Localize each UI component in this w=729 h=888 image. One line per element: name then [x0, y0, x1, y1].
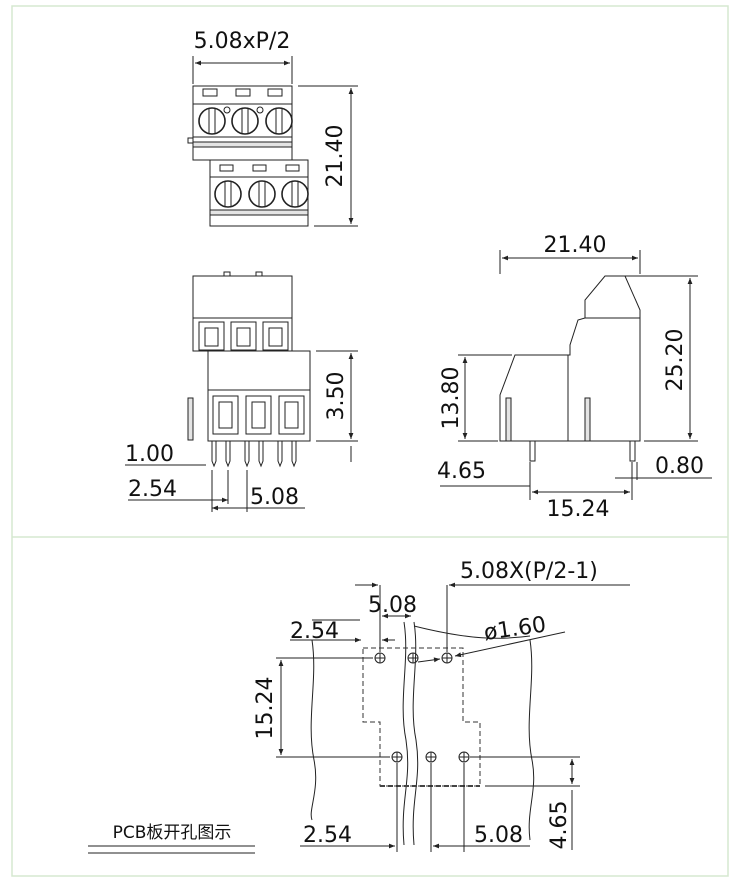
top-height-label: 21.40	[323, 125, 348, 188]
front-offset-label: 2.54	[128, 477, 177, 502]
pin-height-label: 1.00	[125, 442, 174, 467]
side-body-label: 13.80	[439, 367, 464, 430]
pcb-bottom-pitch-label: 5.08	[474, 823, 523, 848]
front-pitch-label: 5.08	[250, 485, 299, 510]
top-view	[187, 56, 358, 227]
front-view	[125, 271, 358, 512]
pcb-layout	[88, 582, 630, 854]
pcb-bottom-offset-label: 2.54	[303, 823, 352, 848]
drawing-frame	[11, 5, 729, 877]
top-width-label: 5.08xP/2	[194, 29, 291, 54]
pcb-top-offset-label: 2.54	[290, 619, 339, 644]
hole-diameter-label: ø1.60	[482, 612, 547, 645]
pcb-row-spacing-label: 15.24	[253, 677, 278, 740]
pcb-title: PCB板开孔图示	[113, 823, 232, 843]
pin-length-label: 4.65	[437, 459, 486, 484]
pcb-top-pitch-label: 5.08	[368, 593, 417, 618]
row-spacing-label: 15.24	[547, 497, 610, 522]
pin-width-label: 0.80	[655, 454, 704, 479]
side-view	[440, 250, 712, 500]
front-height-label: 3.50	[324, 372, 349, 421]
side-height-label: 25.20	[663, 329, 688, 392]
pcb-edge-label: 4.65	[547, 801, 572, 850]
side-width-label: 21.40	[544, 233, 607, 258]
pcb-span-label: 5.08X(P/2-1)	[460, 559, 598, 584]
